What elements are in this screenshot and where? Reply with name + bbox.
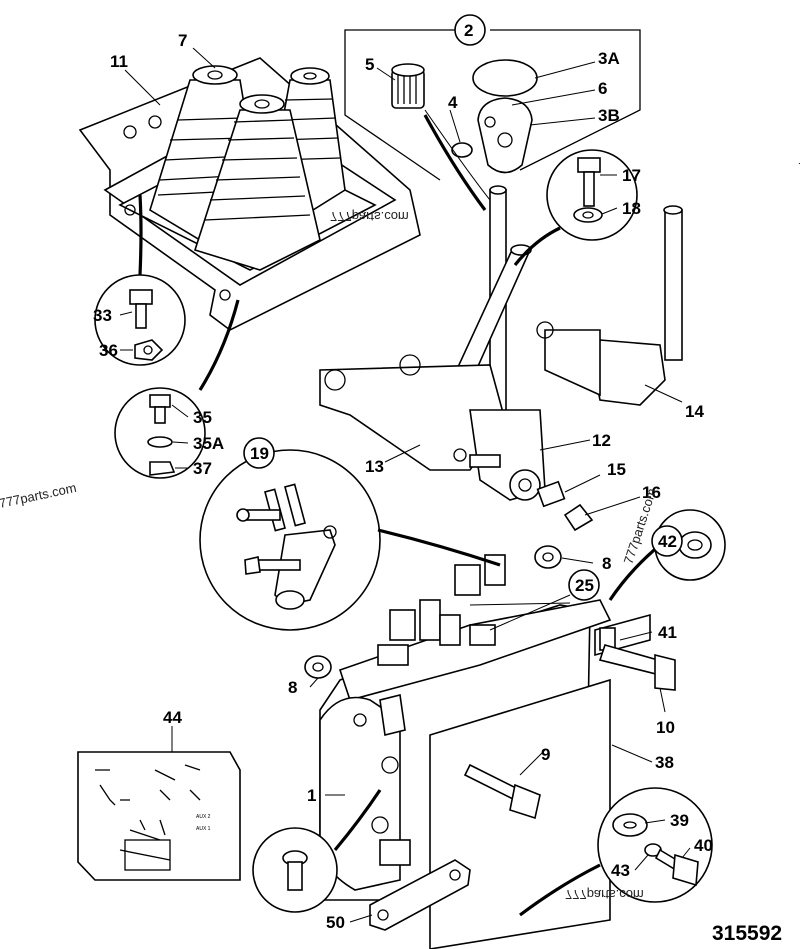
decal-label-aux2: AUX 2: [196, 814, 211, 820]
leader-lines: [119, 47, 691, 923]
watermark-2: 777parts.com: [798, 152, 800, 183]
callout-15: 15: [607, 460, 626, 479]
callout-3a: 3A: [598, 49, 620, 68]
knob-detail-box: [344, 29, 641, 201]
nut-8-right-hole: [542, 552, 554, 562]
callout-25: 25: [575, 576, 594, 595]
decal-label-aux1: AUX 1: [196, 826, 211, 832]
callout-33: 33: [93, 306, 112, 325]
callout-43: 43: [611, 861, 630, 880]
washer-bolt-detail: [597, 787, 713, 903]
callout-16: 16: [642, 483, 661, 502]
callout-4: 4: [448, 93, 458, 112]
watermark-5: 777parts.com: [565, 887, 644, 902]
watermark-4: 777parts.com: [621, 486, 660, 566]
watermark-1: 777parts.com: [330, 209, 409, 224]
callout-17: 17: [622, 166, 641, 185]
callout-40: 40: [694, 836, 713, 855]
callout-35a: 35A: [193, 434, 224, 453]
bolt-detail-bottom: [252, 827, 338, 913]
callout-19: 19: [250, 444, 269, 463]
callout-9: 9: [541, 745, 550, 764]
nut-8-right: [534, 545, 562, 569]
callout-44: 44: [163, 708, 182, 727]
callout-41: 41: [658, 623, 677, 642]
gaiter-plate-assembly: [78, 57, 421, 331]
nut-8-left-hole: [312, 662, 324, 672]
callout-36: 36: [99, 341, 118, 360]
callout-circle-42: [651, 525, 683, 557]
callout-circle-2: [454, 14, 486, 46]
callout-2: 2: [464, 21, 473, 40]
callout-13: 13: [365, 457, 384, 476]
bolt-9: [463, 763, 541, 820]
callout-8-left: 8: [288, 678, 297, 697]
callout-12: 12: [592, 431, 611, 450]
callout-circle-25: [568, 569, 600, 601]
callout-42: 42: [658, 532, 677, 551]
linkage-detail-19: [199, 449, 381, 631]
callout-10: 10: [656, 718, 675, 737]
decal-detail-44: AUX 2 AUX 1: [77, 751, 241, 881]
callout-6: 6: [598, 79, 607, 98]
nut-8-left: [304, 655, 332, 679]
callout-14: 14: [685, 402, 704, 421]
callout-11: 11: [110, 52, 128, 71]
callout-50: 50: [326, 913, 345, 932]
callout-7: 7: [178, 31, 187, 50]
watermark-3: 777parts.com: [0, 480, 78, 511]
callout-38: 38: [655, 753, 674, 772]
diagram-number: 315592: [712, 922, 782, 945]
callout-35: 35: [193, 408, 212, 427]
callout-8-right: 8: [602, 554, 611, 573]
callout-circle-19: [243, 437, 275, 469]
bracket-50: [369, 859, 471, 931]
callout-18: 18: [622, 199, 641, 218]
callout-37: 37: [193, 459, 212, 478]
callout-5: 5: [365, 55, 374, 74]
callout-3b: 3B: [598, 106, 620, 125]
mounting-panel: [429, 613, 676, 949]
callout-39: 39: [670, 811, 689, 830]
callout-1: 1: [307, 786, 316, 805]
lever-linkage: [319, 185, 683, 532]
bolt-washer-detail: [546, 149, 638, 241]
bolt-washer-nut-detail: [114, 387, 206, 479]
